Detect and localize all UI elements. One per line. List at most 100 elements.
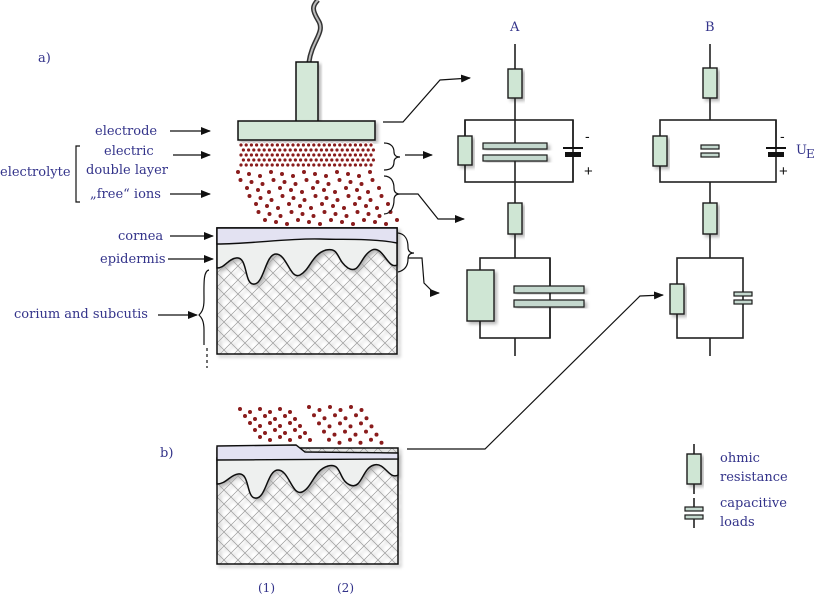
ion-dot [234,168,242,176]
ion-dot [281,412,289,420]
ion-cloud-b [236,403,385,446]
ion-dot [362,202,370,210]
ion-dot [248,142,255,148]
ion-dot [284,152,291,158]
ion-dot [276,184,284,192]
ion-dot [269,142,276,148]
ion-dot [263,202,271,210]
svg-text:-: - [780,128,785,144]
ion-dot [300,152,307,158]
ion-dot [368,162,374,168]
ion-dot [326,142,333,148]
svg-text:+: + [584,163,593,180]
ion-dot [281,429,289,437]
ion-dot [367,196,374,204]
ion-dot [241,412,249,420]
circuit-b-capacitor-1 [700,144,720,150]
ion-dot [331,142,338,148]
ion-dot [352,152,359,158]
ion-dot [357,142,364,148]
ion-dot [251,415,259,423]
circuit-a-title: A [509,20,520,35]
legend-capacitor-icon [684,506,704,512]
ion-dot [297,147,304,153]
ion-dot [354,208,361,216]
ion-dot [292,157,299,163]
ion-dot [314,178,321,186]
ion-dot [305,162,312,168]
ion-dot [266,436,274,444]
ion-dot [261,216,269,224]
cornea-layer-a [216,227,398,245]
ion-dot [375,184,383,192]
svg-text:-: - [585,128,590,144]
ion-dot [279,162,286,168]
free-ions-brace [383,175,401,215]
ion-dot [367,436,375,443]
circuit-a-resistor-3 [507,202,523,235]
ion-dot [305,218,313,226]
ion-dot [329,202,337,210]
circuit-a-resistor-2 [457,135,473,166]
legend-capacitor-icon-b [684,514,704,520]
ion-dot [352,162,359,168]
ion-dot [320,186,328,194]
ion-dot [289,172,297,180]
ion-dot [339,157,346,163]
ion-dot [344,147,351,153]
ion-dot [331,412,339,419]
ion-dot [327,216,335,224]
ion-dot [290,194,297,202]
ion-dot [238,162,244,168]
ion-dot [318,200,326,208]
ion-dot [354,147,361,153]
ion-dot [266,210,273,218]
ion-dot [296,422,304,430]
ion-dot [347,162,354,168]
ion-dot [266,157,273,163]
ion-dot [313,147,320,153]
part-a-label: a) [38,51,51,66]
ion-dot [266,419,274,427]
ion-dot [352,412,360,419]
ion-dot [313,157,320,163]
legend-ohmic-line2: resistance [720,470,788,485]
ion-dot [356,194,363,202]
circuit-b-capacitor-1b [700,152,720,158]
ion-dot [279,192,286,200]
ion-dot [238,142,244,148]
double-layer-brace [383,142,401,171]
ion-dot [369,176,376,184]
ion-dot [253,162,260,168]
circuit-b-resistor-3 [702,202,718,235]
ion-dot [347,423,354,430]
ion-dot [246,192,253,200]
epidermis-brace [397,232,415,273]
region-2-label: (2) [337,581,354,595]
ion-dot [306,436,314,444]
legend-ohmic-line1: ohmic [720,451,760,466]
ion-dot [310,162,317,168]
ion-dot [316,142,322,148]
circuit-b: - + U E [652,44,815,356]
epidermis-label: epidermis [100,252,166,267]
ion-dot [271,157,278,163]
corium-label: corium and subcutis [14,307,148,322]
ion-dot [261,157,268,163]
ion-dot [305,142,312,148]
ion-dot [370,157,377,163]
ion-dot [282,147,288,153]
ion-dot [351,200,359,208]
ion-dot [342,152,348,158]
ion-dot [251,426,259,434]
ion-dot [347,178,354,186]
ion-dot [360,216,368,224]
ion-dot [321,142,328,148]
ion-dot [321,162,328,168]
ion-dot [347,403,355,411]
circuit-b-resistor-4 [669,283,685,315]
ion-dot [305,403,313,411]
ion-dot [301,429,309,437]
ion-dot [236,405,244,413]
ion-dot [378,439,385,446]
